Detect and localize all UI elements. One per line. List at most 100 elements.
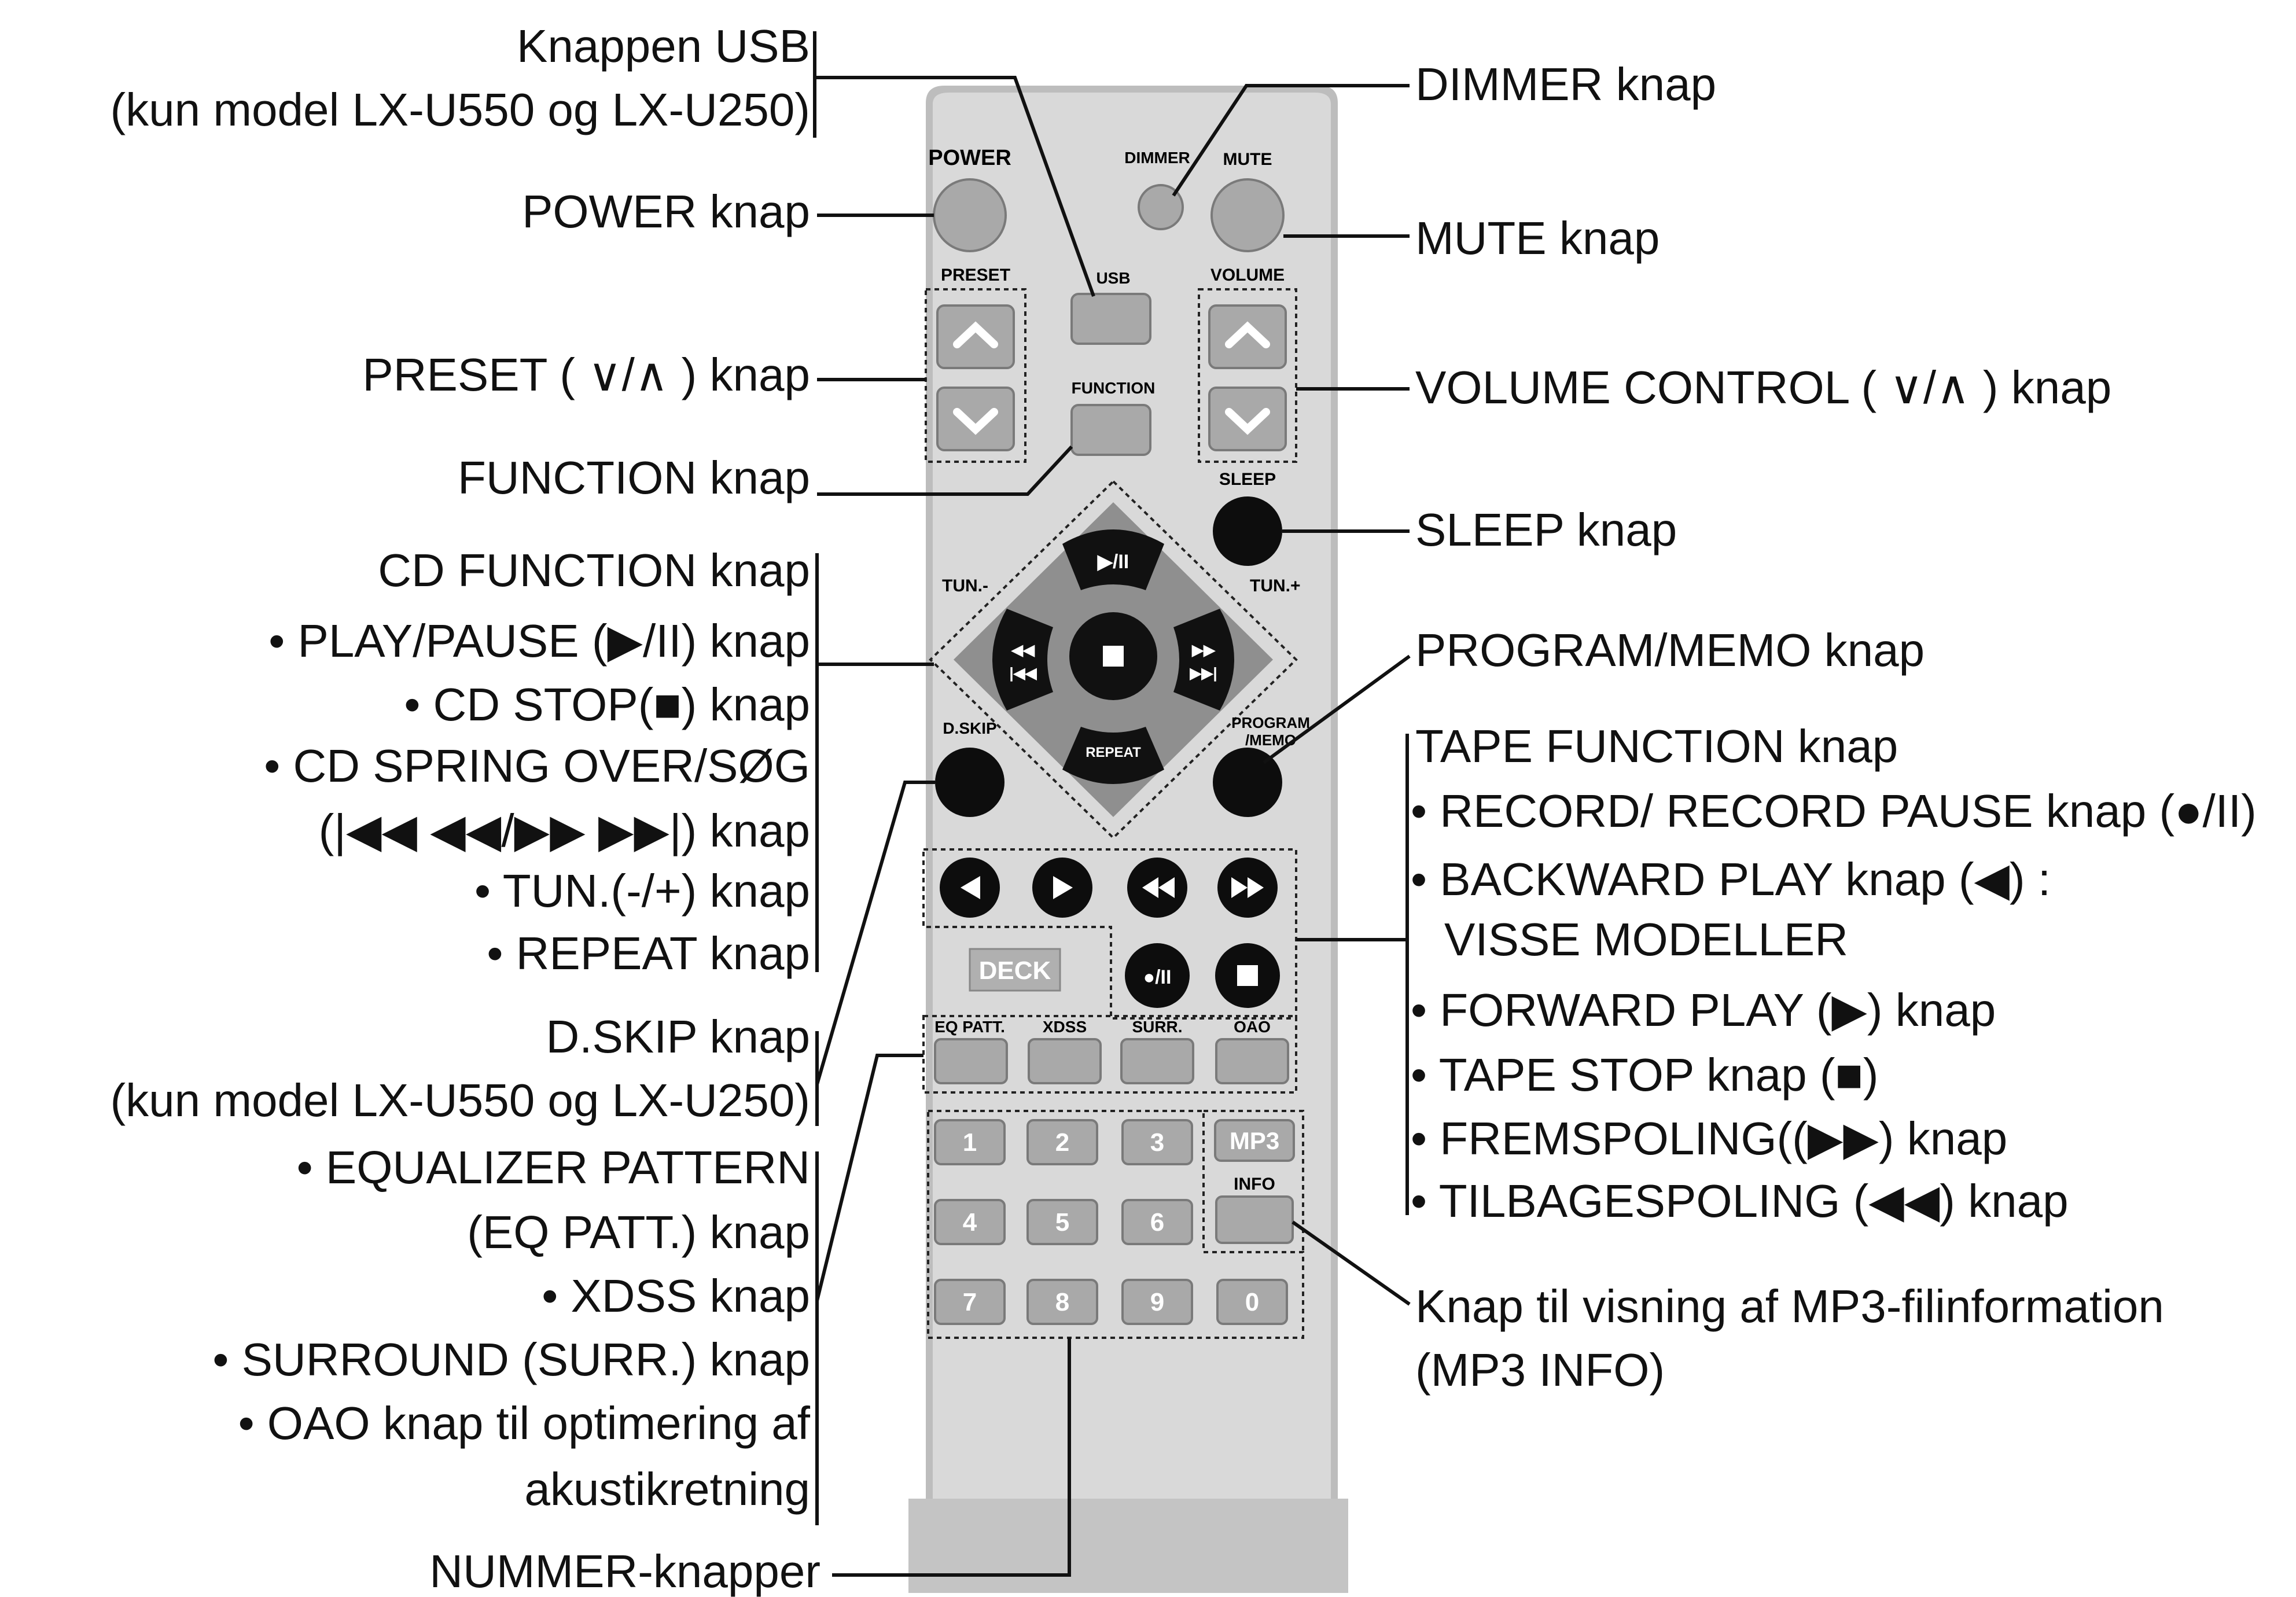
skip-back-button[interactable] — [992, 609, 1053, 711]
label-usb-1: Knappen USB — [516, 20, 810, 72]
volume-down-button[interactable] — [1208, 387, 1287, 451]
label-volume: VOLUME CONTROL ( ∨/∧ ) knap — [1415, 362, 2112, 413]
skip-back-icon: ◀◀ — [1011, 641, 1035, 658]
power-label: POWER — [928, 146, 1011, 170]
digit-button-0[interactable] — [1216, 1279, 1288, 1325]
label-cd-skip-2: (|◀◀ ◀◀/▶▶ ▶▶|) knap — [318, 805, 810, 856]
digit-button-1[interactable] — [934, 1119, 1006, 1165]
deck-text: DECK — [979, 956, 1051, 985]
play-pause-button[interactable] — [1062, 529, 1164, 590]
play-pause-text: ▶/II — [1097, 551, 1129, 573]
label-mp3info-2: (MP3 INFO) — [1415, 1344, 1665, 1396]
digit-label-6: 6 — [1150, 1208, 1164, 1237]
label-sleep: SLEEP knap — [1415, 504, 1677, 555]
surr-button[interactable] — [1120, 1038, 1194, 1084]
dimmer-label: DIMMER — [1124, 149, 1190, 167]
leader-dimmer — [1172, 84, 1410, 197]
dskip-button[interactable] — [935, 748, 1004, 817]
rewind-icon — [1142, 877, 1158, 898]
digit-label-8: 8 — [1055, 1288, 1069, 1316]
label-eq-2: (EQ PATT.) knap — [467, 1206, 810, 1258]
leader-mp3info — [1292, 1220, 1411, 1306]
digit-label-4: 4 — [963, 1208, 977, 1237]
tape-record-button[interactable] — [1125, 943, 1190, 1008]
preset-up-button[interactable] — [936, 304, 1015, 369]
label-eq-1: • EQUALIZER PATTERN — [296, 1142, 810, 1193]
chevron-down-icon — [953, 408, 998, 435]
preset-label: PRESET — [941, 266, 1010, 285]
volume-group — [1198, 288, 1297, 463]
mute-button[interactable] — [1210, 178, 1285, 252]
label-backward-2: VISSE MODELLER — [1444, 914, 1849, 965]
digit-button-3[interactable] — [1121, 1119, 1193, 1165]
stop-icon — [1237, 965, 1258, 986]
label-forward: • FORWARD PLAY (▶) knap — [1411, 984, 1996, 1036]
digit-label-7: 7 — [963, 1288, 977, 1316]
tun-minus-label: TUN.- — [942, 576, 988, 595]
chevron-up-icon — [1225, 321, 1270, 348]
eq-button[interactable] — [934, 1038, 1008, 1084]
xdss-button[interactable] — [1028, 1038, 1102, 1084]
label-cd-function: CD FUNCTION knap — [378, 544, 810, 596]
leader-dskip — [815, 781, 935, 1085]
label-dimmer: DIMMER knap — [1415, 58, 1717, 110]
skip-forward-button[interactable] — [1173, 609, 1234, 711]
oao-button[interactable] — [1215, 1038, 1289, 1084]
usb-button[interactable] — [1070, 293, 1151, 345]
function-button[interactable] — [1070, 404, 1151, 456]
digit-button-8[interactable] — [1026, 1279, 1098, 1325]
xdss-label: XDSS — [1043, 1018, 1087, 1036]
leader-lines — [813, 31, 1411, 1577]
fast-forward-icon — [1231, 877, 1248, 898]
info-button[interactable] — [1215, 1195, 1294, 1244]
label-usb-2: (kun model LX-U550 og LX-U250) — [110, 84, 810, 135]
label-oao-2: akustikretning — [524, 1463, 810, 1515]
label-repeat: • REPEAT knap — [487, 928, 810, 979]
label-power: POWER knap — [522, 186, 810, 237]
volume-up-button[interactable] — [1208, 304, 1287, 369]
dskip-label: D.SKIP — [943, 719, 996, 737]
label-nummer: NUMMER-knapper — [429, 1546, 820, 1597]
stop-icon — [1103, 646, 1124, 667]
chevron-down-icon — [1225, 408, 1270, 435]
digit-label-9: 9 — [1150, 1288, 1164, 1316]
function-label: FUNCTION — [1072, 379, 1156, 397]
skip-next-icon: ▶▶| — [1189, 664, 1217, 682]
label-program: PROGRAM/MEMO knap — [1415, 624, 1925, 676]
rewind-icon-part — [1158, 877, 1175, 898]
label-record: • RECORD/ RECORD PAUSE knap (●/II) — [1411, 785, 2257, 837]
digit-button-9[interactable] — [1121, 1279, 1193, 1325]
chevron-up-icon — [953, 321, 998, 348]
forward-play-icon — [1053, 876, 1073, 899]
cd-nav-outline — [929, 480, 1298, 840]
label-xdss: • XDSS knap — [542, 1270, 810, 1322]
deck-badge — [969, 948, 1061, 992]
label-dskip-2: (kun model LX-U550 og LX-U250) — [110, 1075, 810, 1126]
mute-label: MUTE — [1223, 150, 1272, 169]
mp3-badge — [1214, 1119, 1295, 1162]
surr-label: SURR. — [1132, 1018, 1182, 1036]
repeat-button[interactable] — [1062, 727, 1164, 784]
sleep-label: SLEEP — [1219, 470, 1276, 489]
dimmer-button[interactable] — [1138, 184, 1184, 230]
eq-label: EQ PATT. — [934, 1018, 1005, 1036]
program-memo-button[interactable] — [1213, 748, 1282, 817]
leader-program — [1263, 654, 1411, 764]
digit-button-5[interactable] — [1026, 1199, 1098, 1245]
digit-label-2: 2 — [1055, 1128, 1069, 1157]
digit-label-1: 1 — [963, 1128, 977, 1157]
label-function: FUNCTION knap — [458, 452, 810, 503]
label-backward-1: • BACKWARD PLAY knap (◀) : — [1411, 853, 2051, 905]
power-button[interactable] — [933, 178, 1007, 252]
volume-label: VOLUME — [1210, 266, 1285, 285]
leader-sound — [815, 1054, 923, 1301]
info-group — [1204, 1110, 1304, 1252]
preset-down-button[interactable] — [936, 387, 1015, 451]
digit-button-4[interactable] — [934, 1199, 1006, 1245]
sleep-button[interactable] — [1213, 496, 1282, 566]
digit-button-2[interactable] — [1026, 1119, 1098, 1165]
digit-button-6[interactable] — [1121, 1199, 1193, 1245]
digit-button-7[interactable] — [934, 1279, 1006, 1325]
